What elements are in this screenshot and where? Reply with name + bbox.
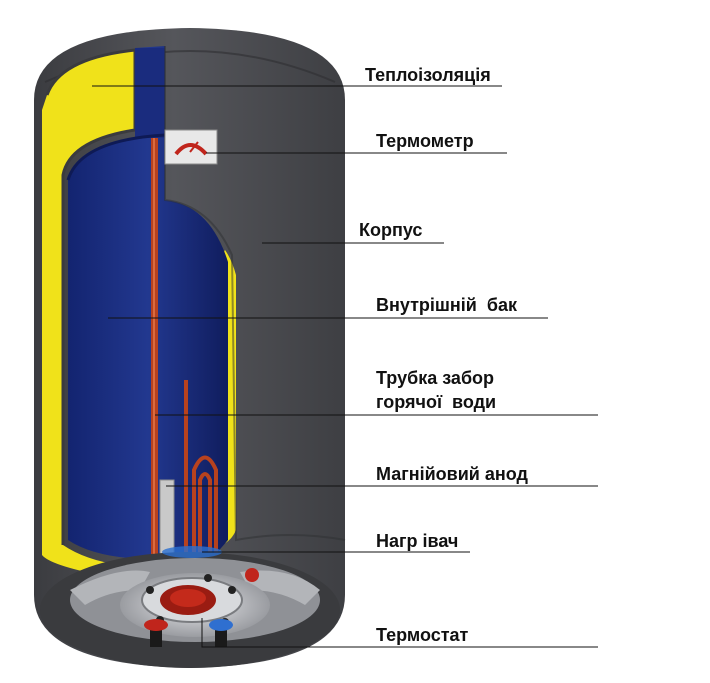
label-thermometer: Термометр [376, 131, 474, 151]
label-hot-pipe-line1: Трубка забор [376, 368, 495, 388]
leader-lines [92, 85, 598, 648]
label-hot-pipe-line2: горячої води [376, 392, 497, 412]
thermometer [164, 129, 218, 165]
label-inner-tank: Внутрішній бак [376, 295, 517, 315]
label-heater: Нагр івач [376, 531, 459, 551]
bottom-flange [40, 546, 340, 668]
leader-thermostat [201, 618, 598, 648]
label-insulation: Теплоізоляція [365, 65, 491, 85]
label-thermostat: Термостат [376, 625, 469, 645]
heating-element [184, 380, 218, 555]
label-anode: Магнійовий анод [376, 464, 528, 484]
hot-water-pipe [151, 138, 158, 558]
label-body: Корпус [359, 220, 423, 240]
